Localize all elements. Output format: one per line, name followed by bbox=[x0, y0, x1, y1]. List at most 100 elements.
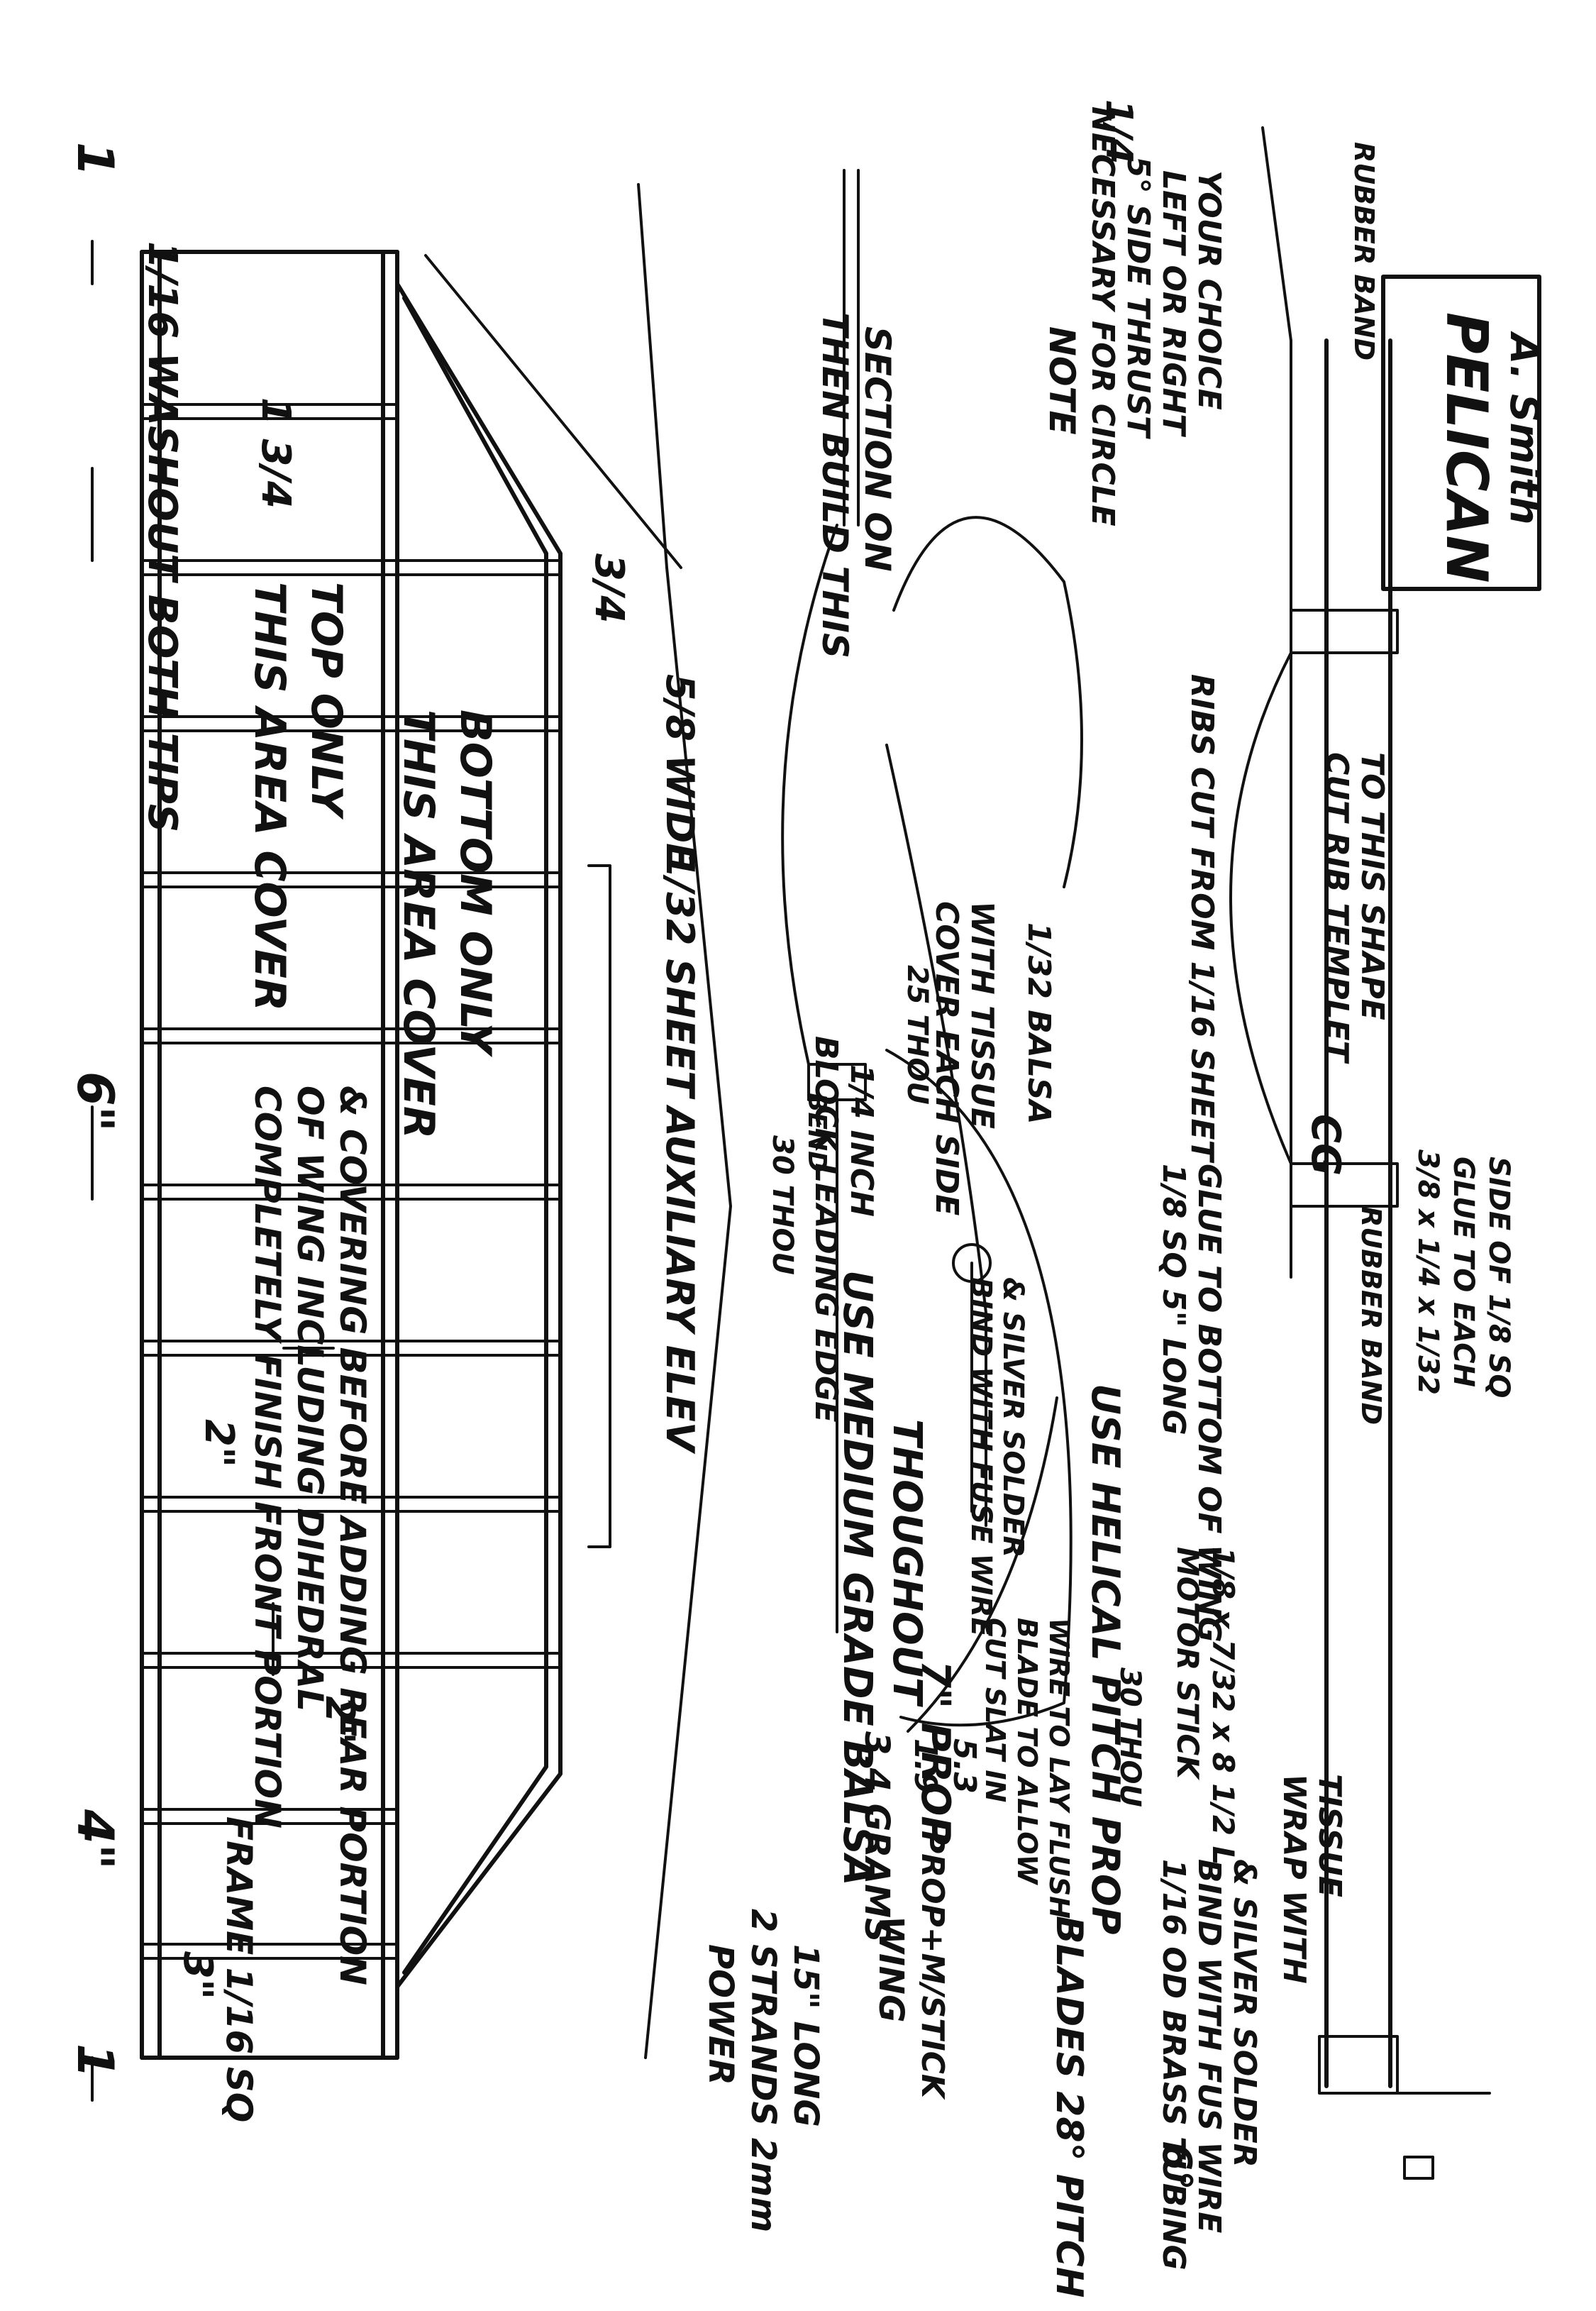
rib-templet-curve bbox=[1229, 651, 1292, 1165]
power-line-2: 15" LONG bbox=[786, 1944, 826, 2127]
finish-line-2: OF WING INCLUDING DIHEDRAL bbox=[289, 1086, 331, 1711]
ribs-label: RIBS CUT FROM 1/16 SHEET bbox=[1184, 674, 1220, 1163]
blades-label: BLADES 28° PITCH bbox=[1048, 1916, 1090, 2298]
title-author: A. Smith bbox=[1501, 331, 1547, 525]
block-1: BLOCK LEADING EDGE bbox=[808, 1036, 844, 1423]
cover-1: COVER EACH SIDE bbox=[929, 901, 965, 1215]
finish-line-3: & COVERING BEFORE ADDING REAR PORTION bbox=[332, 1086, 373, 1985]
span-right-label: 4" bbox=[66, 1809, 124, 1870]
wing-ribs bbox=[140, 403, 562, 1960]
span-mid-label: 6" bbox=[66, 1071, 124, 1132]
prop-blade-lower bbox=[907, 1396, 1058, 1733]
prop-blade-upper bbox=[885, 1049, 1073, 1727]
power-title: POWER bbox=[701, 1944, 741, 2085]
note-line-1: NECESSARY FOR CIRCLE bbox=[1085, 106, 1121, 526]
angle-left: 6° bbox=[1153, 2143, 1199, 2190]
templet-1: CUT RIB TEMPLET bbox=[1319, 752, 1355, 1064]
motor-1: MOTOR STICK bbox=[1170, 1547, 1205, 1781]
small-2: GLUE TO EACH bbox=[1447, 1157, 1480, 1387]
cover-2: WITH TISSUE bbox=[964, 901, 1000, 1129]
frame-note: FRAME 1/16 SQ bbox=[218, 1816, 260, 2122]
then-build-2: SECTION ON bbox=[857, 326, 898, 572]
motor-2: 1/8 x 7/32 x 8 1/2 L bbox=[1206, 1547, 1241, 1865]
use-balsa-1: USE MEDIUM GRADE BALSA bbox=[834, 1270, 880, 1886]
thou-30: 30 THOU bbox=[766, 1135, 799, 1275]
slot-2: BLADE TO ALLOW bbox=[1012, 1618, 1043, 1886]
note-line-3: LEFT OR RIGHT bbox=[1156, 170, 1192, 437]
brass-2: BIND WITH FUS WIRE bbox=[1191, 1859, 1227, 2233]
center-height-label: 3/4 bbox=[586, 553, 632, 623]
panel-chord-label: 2" bbox=[196, 1419, 242, 1467]
sq-1: 1/8 SQ 5" LONG bbox=[1156, 1164, 1192, 1435]
rib-spacing-label: 2" bbox=[316, 1696, 362, 1744]
cover-bottom-line-1: THIS AREA COVER bbox=[394, 710, 443, 1139]
bend-label: BEND bbox=[802, 1093, 831, 1172]
brass-3: & SILVER SOLDER bbox=[1226, 1859, 1263, 2168]
rudder-line bbox=[1261, 126, 1292, 342]
slot-1: CUT SLAT IN bbox=[980, 1618, 1011, 1802]
wrap-1: WRAP WITH bbox=[1276, 1774, 1312, 1984]
weights-wing-value: 3.4 GRAMS bbox=[857, 1731, 897, 1943]
elevator-tip-line bbox=[424, 254, 682, 569]
power-line-1: 2 STRANDS 2mm bbox=[743, 1909, 783, 2232]
title-name: PELICAN bbox=[1434, 312, 1500, 583]
note-line-2: 5° SIDE THRUST bbox=[1120, 156, 1156, 439]
small-1: 3/8 x 1/4 x 1/32 bbox=[1412, 1149, 1444, 1395]
tip-height-label: 1 3/4 bbox=[253, 397, 299, 509]
bind-2: & SILVER SOLDER bbox=[997, 1277, 1029, 1557]
cg-label: CG bbox=[1302, 1114, 1348, 1176]
wing-frame bbox=[140, 250, 563, 2060]
note-line-4: YOUR CHOICE bbox=[1191, 170, 1227, 410]
rubber-band-left: RUBBER BAND bbox=[1356, 1206, 1387, 1425]
use-balsa-2: THOUGHOUT bbox=[884, 1419, 930, 1707]
cover-bracket bbox=[587, 864, 611, 1548]
then-build-1: THEN BUILD THIS bbox=[814, 312, 855, 658]
weights-prop-value: 1.9 bbox=[907, 1738, 943, 1794]
elevator-outline bbox=[637, 183, 732, 2059]
weights-wing-label: WING bbox=[871, 1916, 911, 2022]
shaft-collar bbox=[1403, 2156, 1434, 2180]
elevator-width: 5/8 WIDE bbox=[658, 674, 702, 869]
prop-balsa: 1/32 BALSA bbox=[1021, 922, 1057, 1125]
block-2: 1/4 INCH bbox=[843, 1064, 880, 1217]
fuselage-drawing bbox=[1229, 126, 1491, 2180]
helical-label: USE HELICAL PITCH PROP bbox=[1083, 1384, 1128, 1934]
edge-curve bbox=[781, 524, 838, 1066]
fuse-thou-30: 30 THOU bbox=[1114, 1667, 1146, 1807]
prop-blade-edge bbox=[885, 744, 987, 1527]
thou-25: 25 THOU bbox=[901, 965, 933, 1105]
chord-label: 3" bbox=[174, 1951, 221, 2000]
prop-size: 7" PROP bbox=[912, 1660, 958, 1845]
washout-label: 1/16 WASHOUT BOTH TIPS bbox=[139, 241, 185, 832]
wing-rear-outline-inner bbox=[402, 296, 548, 1975]
elevator-sheet: 1/32 SHEET bbox=[658, 851, 702, 1100]
rubber-band-right: RUBBER BAND bbox=[1348, 142, 1380, 360]
span-end-label: 1 bbox=[66, 2044, 124, 2078]
slot-3: WIRE TO LAY FLUSH bbox=[1043, 1618, 1075, 1919]
mount-block-right bbox=[1290, 609, 1399, 654]
finish-line-1: COMPLETELY FINISH FRONT PORTION bbox=[247, 1086, 288, 1829]
prop-drawing bbox=[885, 516, 1083, 1733]
bind-1: BIND WITH FUSE WIRE bbox=[965, 1277, 997, 1637]
brass-1: 1/16 OD BRASS TUBING bbox=[1156, 1859, 1192, 2271]
prop-blade-right bbox=[892, 516, 1083, 888]
wing-rear-outline bbox=[395, 282, 563, 1989]
templet-2: TO THIS SHAPE bbox=[1354, 752, 1390, 1020]
elevator-label: AUXILIARY ELEV bbox=[658, 1104, 702, 1455]
cover-bottom-line-2: BOTTOM ONLY bbox=[450, 710, 500, 1058]
span-dimension bbox=[91, 240, 335, 2102]
small-3: SIDE OF 1/8 SQ bbox=[1483, 1157, 1515, 1398]
weights-total-value: 5.3 bbox=[946, 1738, 982, 1794]
prop-leading-edge bbox=[781, 169, 867, 1633]
weights-prop-label: PROP+M/STICK bbox=[914, 1831, 951, 2100]
labels: 1 6" 4" 1 1/16 WASHOUT BOTH TIPS 1 3/4 3… bbox=[66, 99, 1547, 2298]
title-block-frame bbox=[1381, 275, 1541, 591]
cover-top-line-1: THIS AREA COVER bbox=[245, 582, 294, 1011]
note-title: NOTE bbox=[1041, 326, 1082, 435]
wrap-2: TISSUE bbox=[1312, 1774, 1348, 1897]
mount-block-left bbox=[1290, 1162, 1399, 1208]
span-left-label: 1 bbox=[66, 142, 124, 177]
sq-2: GLUE TO BOTTOM OF WING bbox=[1191, 1164, 1227, 1643]
cover-top-line-2: TOP ONLY bbox=[301, 582, 351, 820]
